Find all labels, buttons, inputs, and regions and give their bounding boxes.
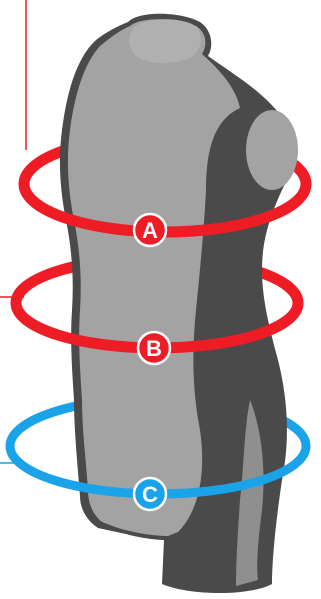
marker-a-badge <box>132 212 168 248</box>
marker-c-badge <box>132 476 168 512</box>
marker-a: A <box>132 212 168 248</box>
torso-dress-form <box>59 13 298 593</box>
marker-c-label: C <box>142 482 158 507</box>
leader-lines <box>0 0 27 464</box>
marker-b-label: B <box>146 336 162 361</box>
marker-b: B <box>136 330 172 366</box>
marker-c: C <box>132 476 168 512</box>
shoulder-cap <box>246 110 298 190</box>
hip-side-light <box>236 400 264 586</box>
neck-top <box>129 19 201 64</box>
marker-a-label: A <box>142 218 158 243</box>
torso-front-light <box>67 19 240 536</box>
marker-b-badge <box>136 330 172 366</box>
